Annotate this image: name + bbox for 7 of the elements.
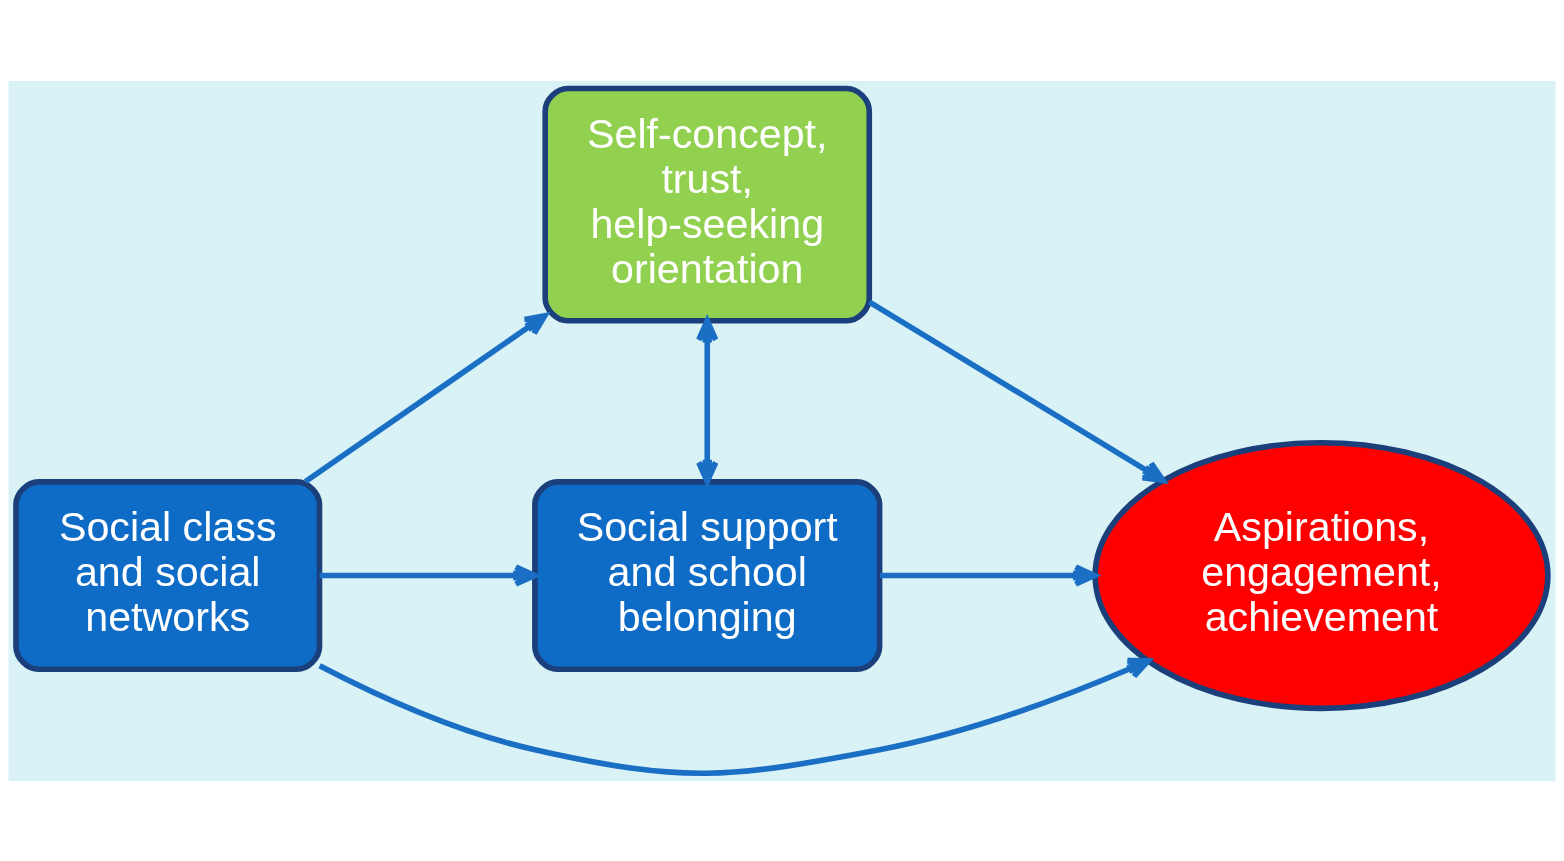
node-box: Self-concept, trust, help-seeking orientation bbox=[542, 85, 873, 324]
arrow bbox=[303, 312, 548, 484]
node-box: Social class and social networks bbox=[13, 478, 323, 672]
node-ellipse: Aspirations, engagement, achievement bbox=[1092, 439, 1551, 711]
arrow bbox=[319, 563, 538, 587]
node-box: Social support and school belonging bbox=[532, 478, 883, 672]
arrow bbox=[868, 299, 1166, 483]
